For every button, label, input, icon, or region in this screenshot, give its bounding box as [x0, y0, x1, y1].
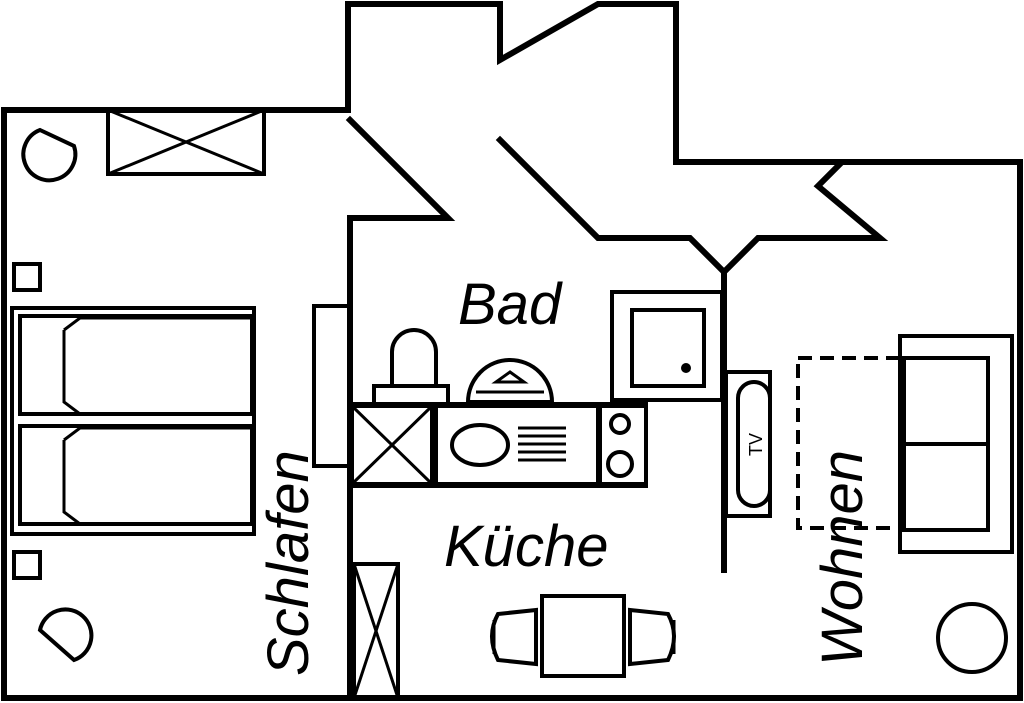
wardrobe: [106, 108, 266, 176]
room-label-bath: Bad: [458, 272, 563, 337]
lamp-icon: [21, 127, 78, 183]
toilet-icon: [372, 328, 450, 406]
nightstand-bottom: [12, 550, 42, 580]
tv-cabinet: [724, 370, 772, 518]
bedroom-furniture: [10, 108, 352, 663]
dining-table: [490, 594, 676, 678]
room-label-bedroom: Schlafen: [256, 450, 321, 676]
room-label-kitchen: Küche: [444, 514, 608, 579]
fridge-icon: [350, 404, 434, 486]
corridor-wall-left: [495, 135, 889, 277]
kitchen-furniture: [348, 402, 676, 700]
kitchen-sink-icon: [434, 404, 600, 486]
lamp-icon: [37, 607, 94, 663]
stove-icon: [598, 404, 648, 486]
tv-label: TV: [746, 433, 766, 456]
round-table: [936, 602, 1008, 674]
sofa: [898, 334, 1014, 554]
living-furniture: [724, 334, 1014, 674]
room-label-living: Wohnen: [810, 450, 875, 666]
bedroom-door: [312, 304, 352, 468]
nightstand-top: [12, 262, 42, 292]
double-bed: [10, 306, 256, 536]
shower-icon: [610, 290, 724, 402]
cabinet: [352, 562, 400, 700]
washbasin-icon: [465, 358, 555, 404]
